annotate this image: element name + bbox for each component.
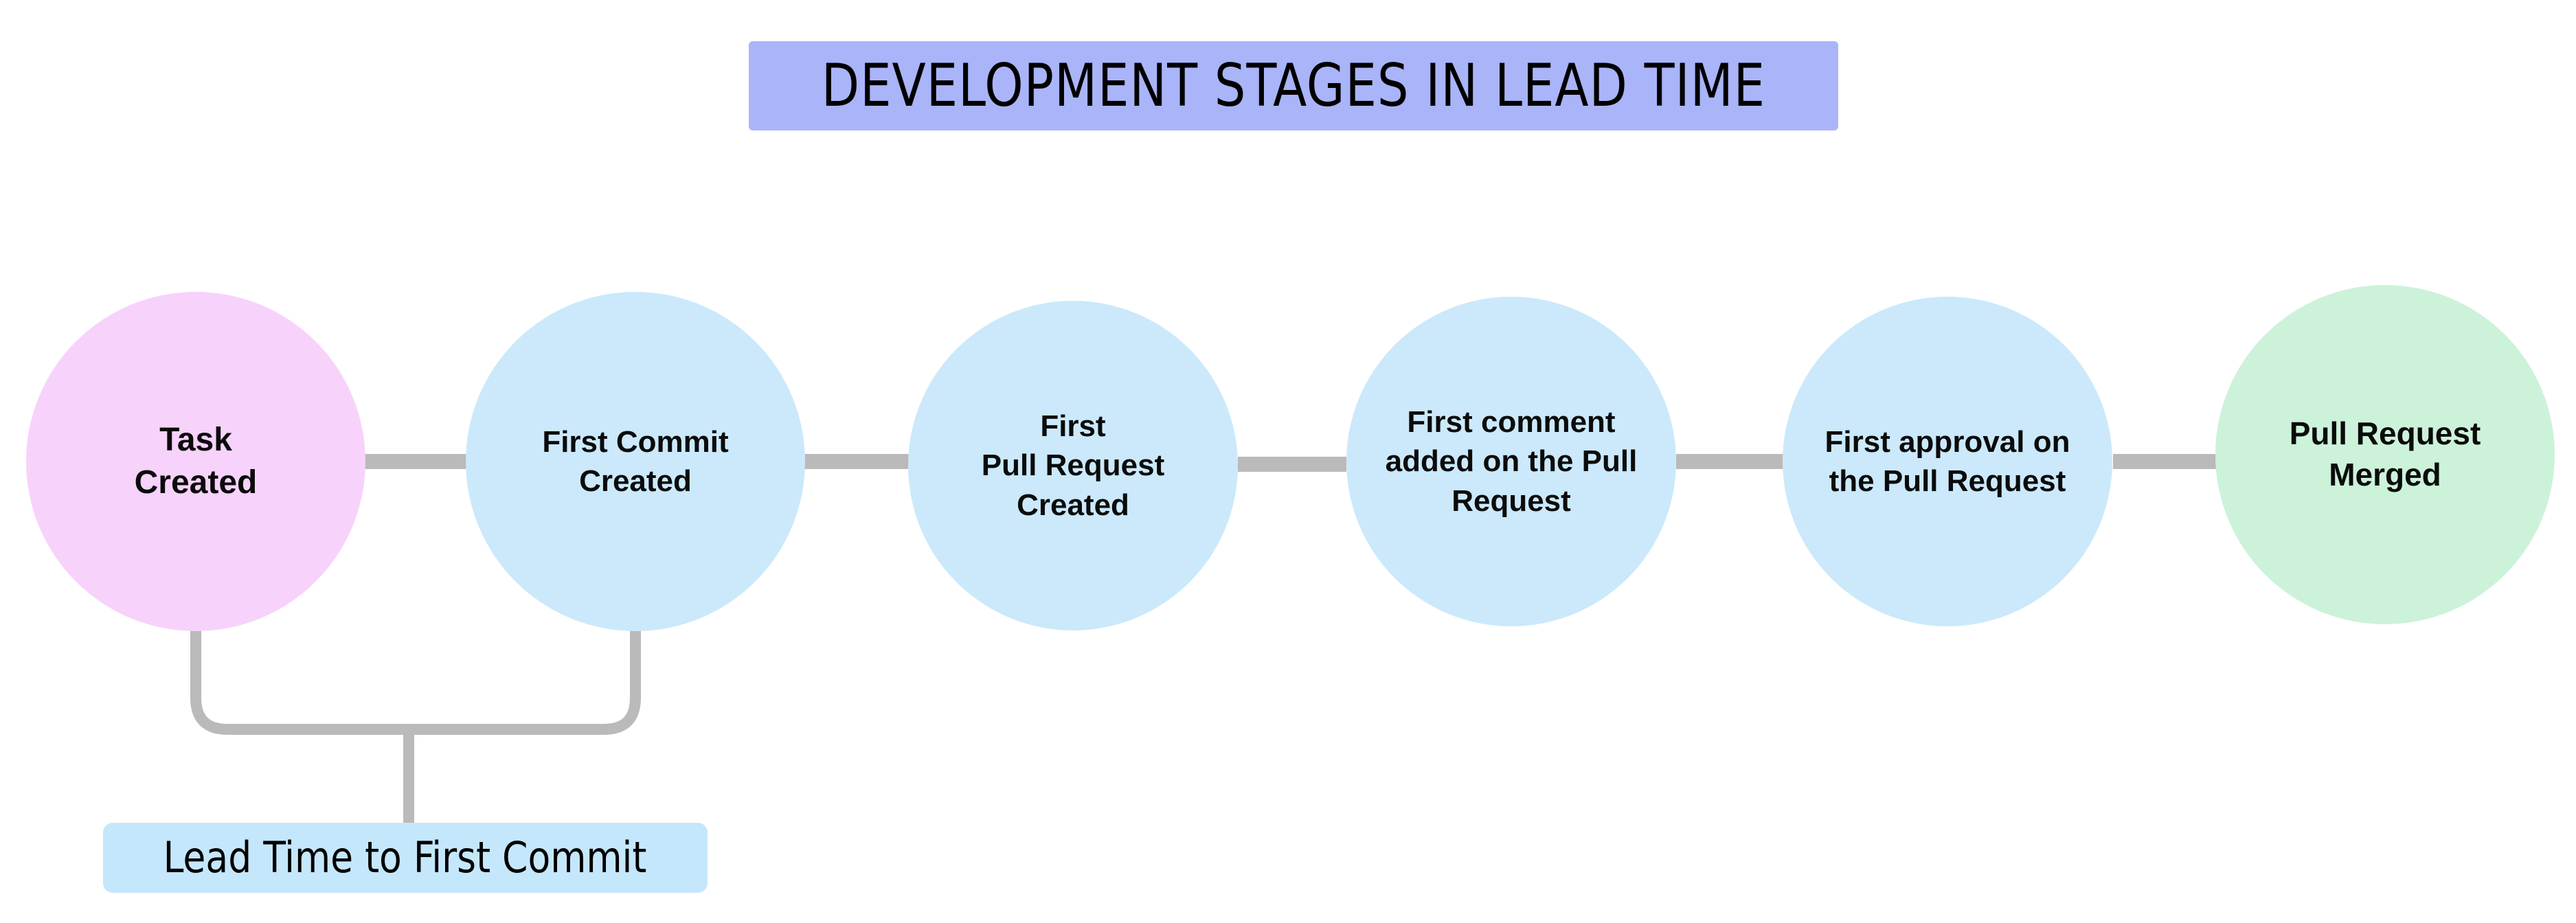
node-first-comment-on-pull-request-label: First comment added on the Pull Request <box>1385 405 1638 518</box>
node-first-pull-request-created[interactable]: First Pull Request Created <box>908 301 1238 630</box>
node-task-created[interactable]: Task Created <box>26 292 365 631</box>
node-pull-request-merged[interactable]: Pull Request Merged <box>2215 285 2555 624</box>
node-first-approval-on-pull-request[interactable]: First approval on the Pull Request <box>1783 297 2112 626</box>
node-first-commit-created[interactable]: First Commit Created <box>466 292 805 631</box>
node-pull-request-merged-label: Pull Request Merged <box>2289 415 2481 492</box>
node-first-approval-on-pull-request-label: First approval on the Pull Request <box>1824 424 2070 498</box>
node-task-created-label: Task Created <box>134 421 258 501</box>
connector-first-comment-to-first-approval <box>1676 454 1785 469</box>
node-first-comment-on-pull-request[interactable]: First comment added on the Pull Request <box>1346 297 1676 626</box>
connector-task-to-first-commit <box>363 454 471 469</box>
connector-first-approval-to-merged <box>2113 454 2222 469</box>
node-first-pull-request-created-label: First Pull Request Created <box>981 409 1165 522</box>
node-first-commit-created-label: First Commit Created <box>542 424 729 498</box>
connector-first-commit-to-first-pr <box>801 454 909 469</box>
lead-time-annotation-text: Lead Time to First Commit <box>163 832 647 882</box>
connector-first-pr-to-first-comment <box>1238 457 1346 472</box>
stage-connectors <box>363 454 2222 472</box>
lead-time-bracket <box>190 618 641 824</box>
lead-time-annotation-label[interactable]: Lead Time to First Commit <box>103 823 708 893</box>
page-title: DEVELOPMENT STAGES IN LEAD TIME <box>821 52 1766 120</box>
page-title-banner: DEVELOPMENT STAGES IN LEAD TIME <box>749 41 1838 130</box>
